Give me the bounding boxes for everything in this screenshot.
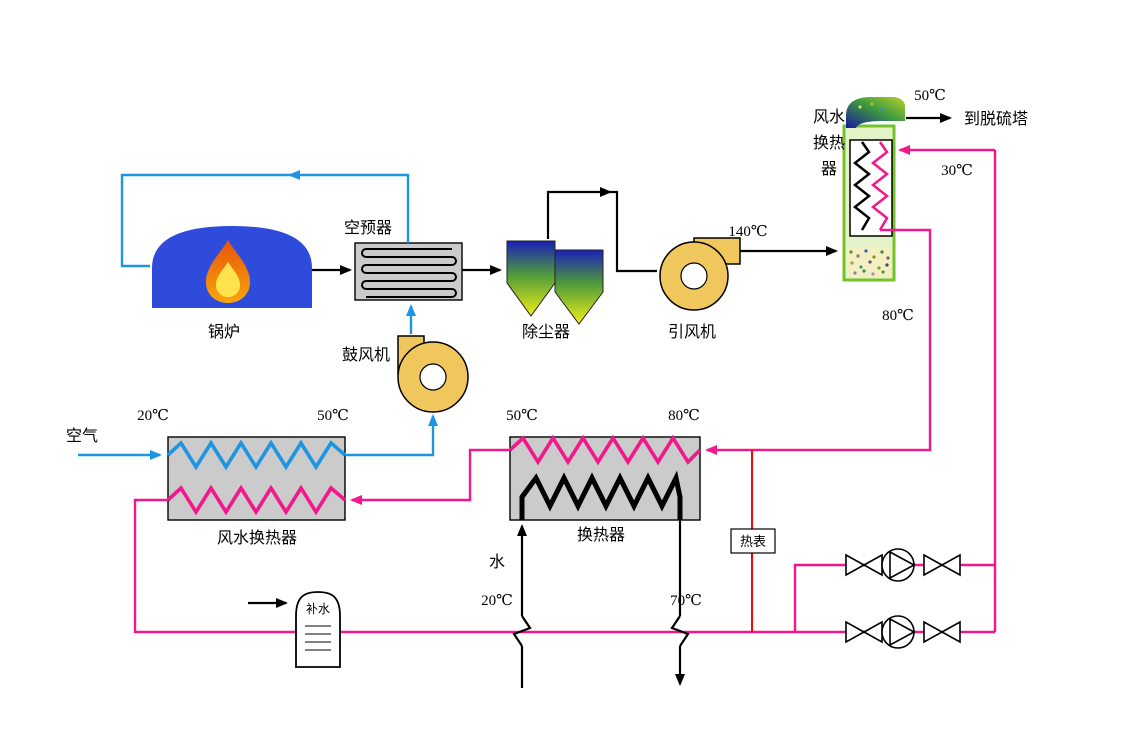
fgw-hx-label-line2: 换热: [813, 134, 845, 152]
gas-speckles: [849, 249, 890, 276]
fgw-water-coil: [870, 141, 890, 231]
pump-valve-assembly-top: [845, 548, 961, 582]
heat-meter-label: 热表: [740, 534, 766, 549]
dust-hopper-right: [554, 249, 604, 325]
labels: 空气 20℃ 50℃ 风水换热器 50℃ 80℃ 换热器 水 20℃ 70℃ 锅…: [66, 88, 1028, 609]
pipe-break-symbol: [512, 615, 532, 647]
intermediate-water-pipe: [350, 448, 510, 505]
heat-meter: 热表: [730, 450, 776, 632]
boiler-label: 锅炉: [208, 323, 240, 341]
boiler: [152, 226, 312, 308]
dust-collector: [506, 240, 604, 325]
id-fan-hub: [680, 262, 708, 290]
dust-hopper-left: [506, 240, 556, 317]
temp-supply: 80℃: [882, 308, 914, 324]
temp-hx-hot-in: 80℃: [668, 408, 700, 424]
preheated-air-pipe-2: [120, 173, 292, 268]
heat-exchanger-label: 换热器: [577, 526, 625, 544]
hot-water-coil: [508, 434, 702, 466]
flame-inner: [216, 262, 240, 297]
fgw-hx-label-line1: 风水: [813, 108, 845, 126]
air-preheater: [354, 242, 463, 301]
induced-draft-fan: [659, 237, 741, 311]
hot-water-pipes: [133, 145, 997, 634]
temp-air-out: 50℃: [317, 408, 349, 424]
induced-fan-label: 引风机: [668, 323, 716, 341]
air-water-hx-label: 风水换热器: [217, 529, 297, 547]
fgw-hx-label-line3: 器: [821, 160, 837, 178]
supply-water-pipe: [705, 228, 932, 455]
warm-air-pipe: [345, 414, 438, 457]
air-preheater-body: [354, 242, 463, 301]
air-water-hx-body: [167, 436, 346, 521]
temp-air-in: 20℃: [137, 408, 169, 424]
temp-fan-out: 140℃: [728, 224, 767, 240]
makeup-water-tank: 补水: [295, 591, 341, 668]
tank-level-lines: [305, 625, 331, 651]
makeup-water-label: 补水: [306, 602, 330, 616]
preheated-air-pipe: [288, 170, 410, 243]
tank-body: [295, 591, 341, 668]
fgw-gas-coil: [852, 141, 872, 231]
air-label: 空气: [66, 427, 98, 445]
blower-fan: [397, 335, 469, 413]
temp-return: 30℃: [941, 163, 973, 179]
clean-gas-plume: [846, 97, 905, 128]
blower-label: 鼓风机: [342, 346, 390, 364]
hot-water-coil: [166, 484, 347, 516]
temp-fg-out: 50℃: [914, 88, 946, 104]
to-desulf-label: 到脱硫塔: [964, 110, 1028, 128]
pipe-break-symbol: [670, 615, 690, 647]
flue-gas-water-heat-exchanger: [842, 97, 905, 282]
fan-inlet-pipe: [610, 190, 657, 273]
flue-gas-pipes: [248, 113, 952, 688]
temp-hx-cold-in: 50℃: [506, 408, 538, 424]
air-coil: [166, 439, 347, 471]
heat-meter-box: [730, 528, 776, 554]
temp-water-in: 20℃: [481, 593, 513, 609]
temp-water-out: 70℃: [670, 593, 702, 609]
dust-outlet-pipe: [546, 187, 612, 239]
plume-speckles: [858, 102, 884, 111]
air-preheater-label: 空预器: [344, 219, 392, 237]
blower-hub: [419, 363, 447, 391]
air-water-heat-exchanger: [166, 436, 347, 521]
preheater-coil: [361, 248, 457, 298]
water-coil: [519, 470, 683, 520]
water-label: 水: [489, 553, 505, 571]
cold-return-pipe: [133, 498, 995, 634]
pump-valve-assembly-bottom: [845, 615, 961, 649]
dust-collector-label: 除尘器: [522, 323, 570, 341]
water-heat-exchanger: [508, 434, 702, 521]
air-pipes: [78, 170, 438, 460]
